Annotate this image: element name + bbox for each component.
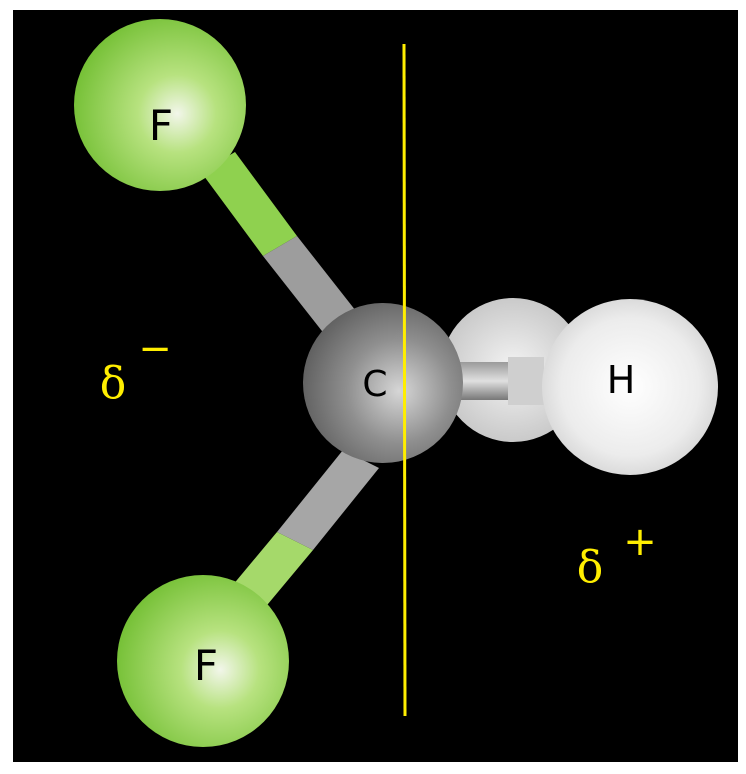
atom-label-c: C [362, 364, 387, 405]
carbon-atom [303, 303, 463, 463]
partial-positive-sign: + [623, 519, 657, 565]
partial-negative-delta: δ [100, 358, 127, 409]
partial-negative-sign: − [138, 326, 172, 372]
dividing-line [402, 43, 407, 717]
hydrogen-atom-front [542, 299, 718, 475]
atom-label-h: H [607, 358, 636, 402]
atom-label-f-bottom: F [194, 641, 218, 690]
partial-positive-delta: δ [577, 542, 604, 593]
molecule-canvas: F F C H δ − δ + [74, 19, 718, 747]
molecule-viewer[interactable]: F F C H δ − δ + [13, 10, 738, 762]
atom-label-f-top: F [149, 101, 173, 150]
bond-f-top-c [201, 152, 363, 340]
fluorine-atom-bottom [117, 575, 289, 747]
fluorine-atom-top [74, 19, 246, 191]
